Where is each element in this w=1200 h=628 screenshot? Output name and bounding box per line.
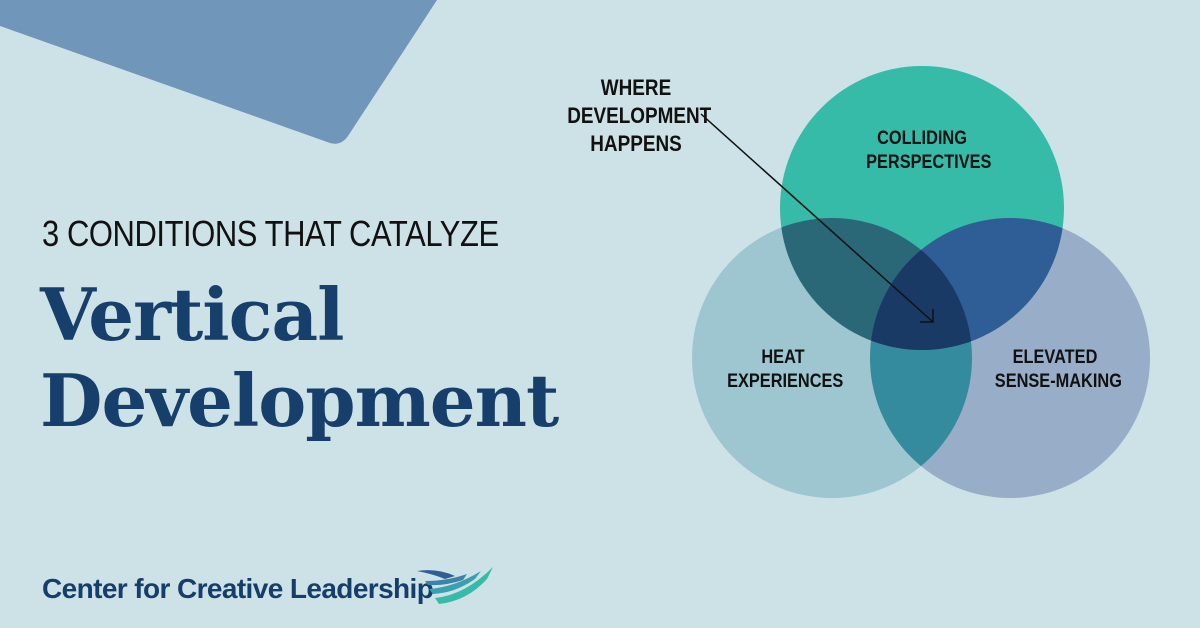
label-heat-experiences: HEAT EXPERIENCES: [727, 346, 844, 394]
label-line-2: PERSPECTIVES: [866, 152, 992, 173]
label-line-1: ELEVATED: [1012, 347, 1098, 368]
title-line-1: Vertical: [40, 272, 344, 357]
label-line-2: SENSE-MAKING: [994, 371, 1122, 392]
logo-wordmark: Center for Creative Leadership: [42, 573, 434, 604]
callout-line-2: DEVELOPMENT: [567, 103, 712, 128]
callout-line-1: WHERE: [600, 75, 672, 100]
overlap-center: [870, 218, 972, 350]
label-elevated-sense-making: ELEVATED SENSE-MAKING: [994, 346, 1122, 394]
label-line-1: COLLIDING: [877, 128, 967, 149]
callout-line-3: HAPPENS: [590, 131, 682, 156]
page-title: Vertical Development: [40, 272, 559, 444]
label-colliding-perspectives: COLLIDING PERSPECTIVES: [866, 127, 992, 175]
label-line-2: EXPERIENCES: [727, 371, 844, 392]
logo-swoosh-icon: [417, 567, 493, 604]
callout-label: WHERE DEVELOPMENT HAPPENS: [567, 74, 712, 158]
label-line-1: HEAT: [761, 347, 805, 368]
title-line-2: Development: [40, 358, 559, 443]
callout-arrow: [700, 113, 934, 323]
arrow-head-icon: [920, 309, 934, 323]
kicker-heading: 3 CONDITIONS THAT CATALYZE: [42, 213, 499, 254]
